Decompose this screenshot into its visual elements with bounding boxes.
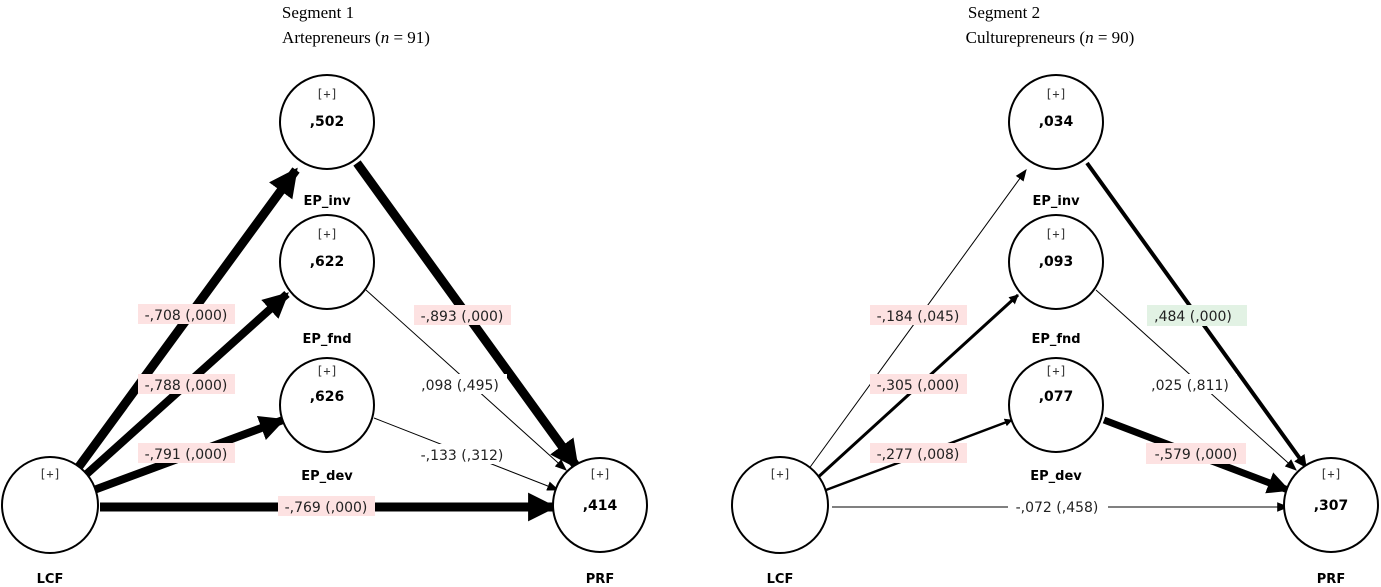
svg-text:[+]: [+]: [316, 364, 338, 378]
svg-text:LCF: LCF: [37, 572, 64, 587]
svg-text:,502: ,502: [310, 114, 345, 130]
svg-text:-,184 (,045): -,184 (,045): [877, 309, 960, 325]
segment-1-title: Segment 1: [282, 3, 354, 22]
node-prf: [+] ,414 PRF: [552, 457, 648, 587]
segment-2-subtitle: Culturepreneurs (n = 90): [966, 28, 1135, 47]
svg-text:[+]: [+]: [39, 467, 61, 481]
svg-text:,025 (,811): ,025 (,811): [1151, 378, 1229, 394]
path-label-ep-inv-prf: -,893 (,000): [414, 305, 511, 325]
svg-text:[+]: [+]: [1045, 87, 1067, 101]
svg-text:-,769 (,000): -,769 (,000): [285, 500, 368, 516]
node-ep-fnd: [+] ,622 EP_fnd: [279, 214, 375, 347]
svg-text:[+]: [+]: [1320, 467, 1342, 481]
svg-text:,484 (,000): ,484 (,000): [1154, 309, 1232, 325]
segment-1: Segment 1 Artepreneurs (n = 91) -,708 (,…: [1, 3, 648, 587]
path-label-lcf-ep-inv: -,708 (,000): [138, 304, 235, 324]
svg-text:,414: ,414: [583, 498, 618, 514]
svg-text:,098 (,495): ,098 (,495): [421, 378, 499, 394]
svg-text:-,708 (,000): -,708 (,000): [145, 308, 228, 324]
path-label-lcf-prf: -,769 (,000): [278, 496, 375, 516]
path-label-lcf-ep-dev: -,277 (,008): [870, 443, 967, 463]
node-ep-dev: [+] ,077 EP_dev: [1008, 357, 1104, 484]
svg-text:-,072 (,458): -,072 (,458): [1016, 500, 1099, 516]
svg-text:EP_fnd: EP_fnd: [1031, 332, 1080, 347]
svg-text:EP_dev: EP_dev: [301, 469, 353, 484]
svg-text:,077: ,077: [1039, 389, 1074, 405]
svg-text:-,893 (,000): -,893 (,000): [421, 309, 504, 325]
node-lcf: [+] LCF: [731, 456, 829, 587]
svg-text:-,791 (,000): -,791 (,000): [145, 447, 228, 463]
svg-text:EP_inv: EP_inv: [1032, 194, 1080, 209]
path-label-ep-dev-prf: -,579 (,000): [1146, 443, 1246, 464]
svg-text:,307: ,307: [1314, 498, 1349, 514]
node-ep-inv: [+] ,034 EP_inv: [1008, 74, 1104, 209]
path-label-ep-fnd-prf: ,025 (,811): [1142, 374, 1237, 394]
segment-2-title: Segment 2: [968, 3, 1040, 22]
svg-text:[+]: [+]: [769, 467, 791, 481]
svg-text:-,277 (,008): -,277 (,008): [877, 447, 960, 463]
svg-text:LCF: LCF: [767, 572, 794, 587]
path-label-ep-inv-prf: ,484 (,000): [1147, 305, 1247, 326]
path-label-lcf-prf: -,072 (,458): [1008, 496, 1108, 516]
path-label-lcf-ep-fnd: -,305 (,000): [870, 374, 967, 394]
segment-1-nodes: [+] ,502 EP_inv [+] ,622 EP_fnd [+] ,626…: [1, 74, 648, 587]
path-label-lcf-ep-dev: -,791 (,000): [138, 443, 235, 463]
svg-text:-,788 (,000): -,788 (,000): [145, 378, 228, 394]
segment-1-path-labels: -,708 (,000) -,788 (,000) -,791 (,000) -…: [138, 304, 512, 516]
svg-text:-,579 (,000): -,579 (,000): [1155, 447, 1238, 463]
svg-text:[+]: [+]: [316, 227, 338, 241]
node-ep-fnd: [+] ,093 EP_fnd: [1008, 214, 1104, 347]
svg-text:[+]: [+]: [316, 87, 338, 101]
node-ep-inv: [+] ,502 EP_inv: [279, 74, 375, 209]
node-lcf: [+] LCF: [1, 456, 99, 587]
svg-text:EP_dev: EP_dev: [1030, 469, 1082, 484]
svg-text:-,133 (,312): -,133 (,312): [421, 448, 504, 464]
svg-text:PRF: PRF: [1317, 572, 1345, 587]
path-label-ep-fnd-prf: ,098 (,495): [412, 374, 507, 394]
svg-text:PRF: PRF: [586, 572, 614, 587]
path-label-lcf-ep-inv: -,184 (,045): [870, 305, 967, 325]
segment-2-path-labels: -,184 (,045) -,305 (,000) -,277 (,008) -…: [870, 305, 1247, 516]
svg-text:EP_fnd: EP_fnd: [302, 332, 351, 347]
segment-2-nodes: [+] ,034 EP_inv [+] ,093 EP_fnd [+] ,077…: [731, 74, 1379, 587]
svg-text:[+]: [+]: [1045, 227, 1067, 241]
svg-text:[+]: [+]: [1045, 364, 1067, 378]
path-label-lcf-ep-fnd: -,788 (,000): [138, 374, 235, 394]
svg-text:-,305 (,000): -,305 (,000): [877, 378, 960, 394]
svg-text:,093: ,093: [1039, 254, 1074, 270]
node-prf: [+] ,307 PRF: [1283, 457, 1379, 587]
svg-text:EP_inv: EP_inv: [303, 194, 351, 209]
segment-2: Segment 2 Culturepreneurs (n = 90) -,184…: [731, 3, 1379, 587]
svg-text:,622: ,622: [310, 254, 345, 270]
segment-1-subtitle: Artepreneurs (n = 91): [282, 28, 430, 47]
svg-text:,034: ,034: [1039, 114, 1074, 130]
path-label-ep-dev-prf: -,133 (,312): [412, 444, 512, 464]
svg-text:[+]: [+]: [589, 467, 611, 481]
node-ep-dev: [+] ,626 EP_dev: [279, 357, 375, 484]
svg-text:,626: ,626: [310, 389, 345, 405]
